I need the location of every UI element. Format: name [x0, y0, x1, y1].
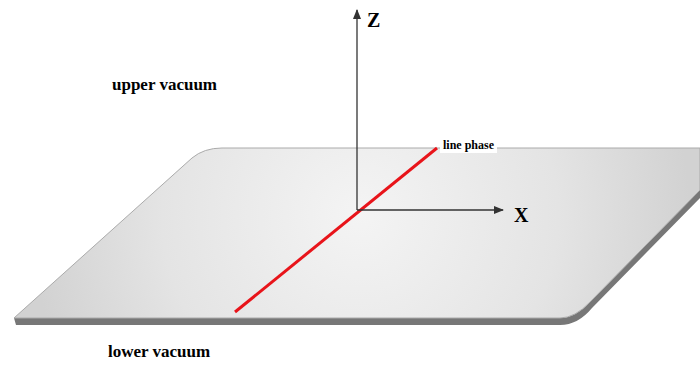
line-phase: [235, 148, 437, 312]
region-label: upper vacuum: [112, 76, 217, 95]
z-axis: [356, 10, 357, 210]
axis-label: X: [514, 204, 528, 226]
region-label: lower vacuum: [108, 343, 210, 362]
x-axis: [357, 209, 503, 210]
phase-label: line phase: [440, 138, 497, 153]
axis-label: Z: [367, 9, 380, 31]
